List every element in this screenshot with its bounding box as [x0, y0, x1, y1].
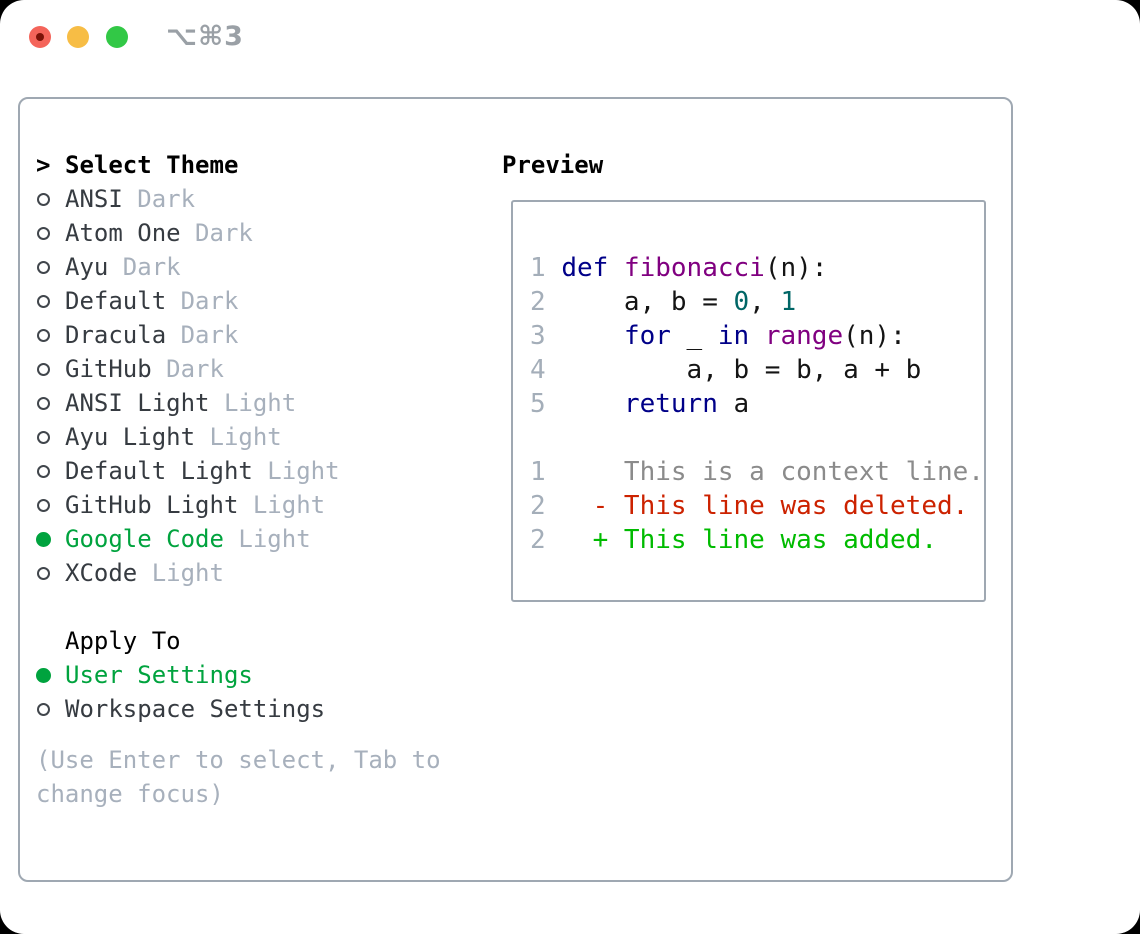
line-number: 2: [530, 491, 546, 521]
theme-variant-label: Dark: [195, 219, 253, 247]
zoom-button[interactable]: [106, 26, 128, 48]
option-label: GitHub Light Light: [65, 491, 326, 519]
preview-blank-line: [530, 421, 984, 455]
radio-icon: [37, 464, 50, 478]
theme-option-default[interactable]: Default Dark: [36, 284, 340, 318]
close-button[interactable]: [29, 26, 51, 48]
theme-option-dracula[interactable]: Dracula Dark: [36, 318, 340, 352]
theme-option-github-light[interactable]: GitHub Light Light: [36, 488, 340, 522]
preview-code-line: 1 def fibonacci(n):: [530, 253, 828, 283]
option-label: Google Code Light: [65, 525, 311, 553]
theme-option-google-code[interactable]: Google Code Light: [36, 522, 340, 556]
theme-variant-label: Dark: [137, 185, 196, 213]
theme-variant-label: Light: [238, 525, 311, 553]
theme-option-ayu-light[interactable]: Ayu Light Light: [36, 420, 340, 454]
preview-code-line: 4 a, b = b, a + b: [530, 355, 922, 385]
option-label: User Settings: [65, 661, 253, 689]
theme-variant-label: Dark: [122, 253, 181, 281]
theme-list-header-row: > Select Theme: [36, 148, 340, 182]
option-label: XCode Light: [65, 559, 224, 587]
option-label: Ayu Light Light: [65, 423, 282, 451]
radio-icon: [37, 498, 50, 512]
theme-variant-label: Light: [252, 491, 326, 519]
theme-option-xcode[interactable]: XCode Light: [36, 556, 340, 590]
apply-option-user-settings[interactable]: User Settings: [36, 658, 325, 692]
option-label: ANSI Light Light: [65, 389, 297, 417]
option-label: Workspace Settings: [65, 695, 326, 723]
theme-option-atom-one[interactable]: Atom One Dark: [36, 216, 340, 250]
preview-code-line: 3 for _ in range(n):: [530, 321, 906, 351]
selected-radio-icon: [36, 667, 51, 683]
radio-icon: [37, 260, 50, 274]
theme-variant-label: Dark: [180, 287, 239, 315]
radio-icon: [37, 362, 50, 376]
preview-diff-line: 1 This is a context line.: [530, 457, 984, 487]
theme-option-github[interactable]: GitHub Dark: [36, 352, 340, 386]
option-label: Ayu Dark: [65, 253, 181, 281]
radio-icon: [37, 328, 50, 342]
preview-diff-line: 2 - This line was deleted.: [530, 491, 969, 521]
theme-option-ayu[interactable]: Ayu Dark: [36, 250, 340, 284]
radio-icon: [37, 702, 50, 716]
theme-variant-label: Dark: [166, 355, 224, 383]
line-number: 4: [530, 355, 546, 385]
preview-code-line: 5 return a: [530, 389, 750, 419]
preview-header: Preview: [502, 151, 604, 179]
theme-option-default-light[interactable]: Default Light Light: [36, 454, 340, 488]
option-label: Default Dark: [65, 287, 239, 315]
radio-icon: [37, 566, 50, 580]
theme-variant-label: Dark: [180, 321, 239, 349]
radio-icon: [37, 396, 50, 410]
radio-icon: [37, 226, 50, 240]
theme-variant-label: Light: [209, 423, 282, 451]
theme-option-ansi[interactable]: ANSI Dark: [36, 182, 340, 216]
apply-option-workspace-settings[interactable]: Workspace Settings: [36, 692, 325, 726]
preview-code-line: 2 a, b = 0, 1: [530, 287, 797, 317]
theme-list-header: Select Theme: [65, 151, 239, 179]
radio-icon: [37, 294, 50, 308]
minimize-button[interactable]: [67, 26, 89, 48]
line-number: 1: [530, 457, 546, 487]
line-number: 2: [530, 525, 546, 555]
option-label: GitHub Dark: [65, 355, 224, 383]
option-label: Default Light Light: [65, 457, 340, 485]
selected-radio-icon: [36, 531, 51, 547]
theme-variant-label: Light: [151, 559, 224, 587]
radio-icon: [37, 430, 50, 444]
theme-variant-label: Light: [223, 389, 297, 417]
radio-icon: [37, 192, 50, 206]
option-label: ANSI Dark: [65, 185, 196, 213]
keyboard-hint: (Use Enter to select, Tab to change focu…: [36, 746, 441, 808]
apply-to-header-row: Apply To: [36, 624, 325, 658]
apply-to-header: Apply To: [65, 627, 181, 655]
window-title: ⌥⌘3: [166, 21, 244, 52]
theme-option-ansi-light[interactable]: ANSI Light Light: [36, 386, 340, 420]
line-number: 3: [530, 321, 546, 351]
preview-diff-line: 2 + This line was added.: [530, 525, 937, 555]
preview-box: 1 def fibonacci(n): 2 a, b = 0, 1 3 for _ …: [511, 200, 986, 602]
line-number: 2: [530, 287, 546, 317]
theme-variant-label: Light: [267, 457, 340, 485]
prompt-icon: >: [36, 151, 51, 179]
unsaved-indicator-icon: [36, 33, 44, 41]
option-label: Atom One Dark: [65, 219, 253, 247]
option-label: Dracula Dark: [65, 321, 239, 349]
line-number: 5: [530, 389, 546, 419]
line-number: 1: [530, 253, 546, 283]
